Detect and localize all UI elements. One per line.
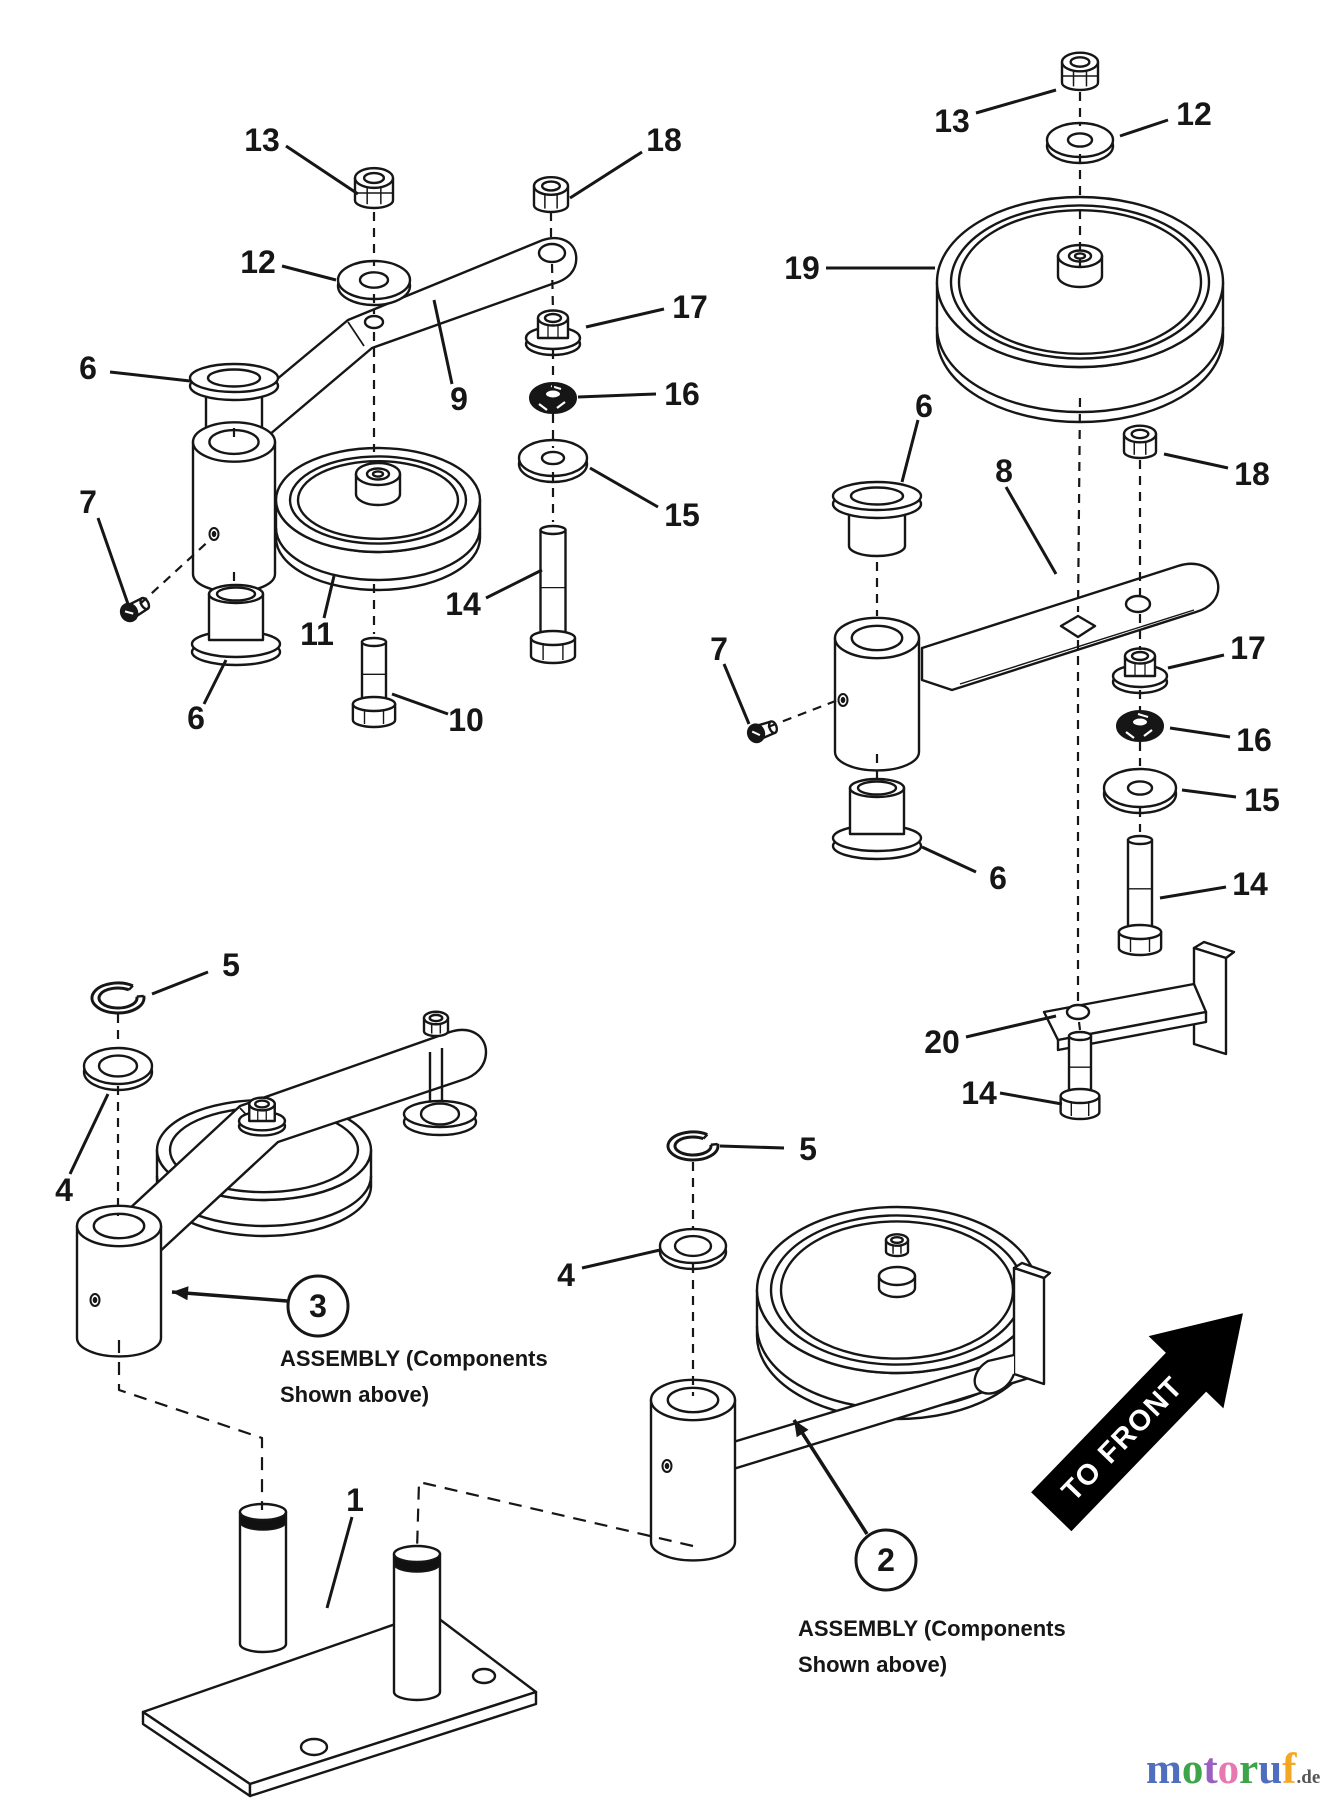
logo-letter-2: t: [1203, 1746, 1218, 1793]
to-front-arrow: TO FRONT: [1031, 1313, 1243, 1532]
callout-16: 16: [1236, 722, 1272, 758]
callout-15: 15: [1244, 782, 1280, 818]
callout-6: 6: [79, 350, 97, 386]
callout-17: 17: [672, 289, 708, 325]
logo-suffix: .de: [1296, 1767, 1321, 1788]
axis-lines: [116, 92, 1142, 1551]
callout-6: 6: [915, 388, 933, 424]
callout-4: 4: [55, 1172, 73, 1208]
set-screw: [746, 720, 779, 744]
logo-letter-3: o: [1217, 1746, 1240, 1793]
callout-17: 17: [1230, 630, 1266, 666]
motoruf-logo[interactable]: motoruf.de: [1146, 1748, 1320, 1791]
logo-letter-0: m: [1146, 1746, 1182, 1793]
callout-15: 15: [664, 497, 700, 533]
assembly-note-1-line-2: Shown above): [280, 1382, 429, 1407]
assembly-top-left: [119, 166, 589, 729]
callout-5: 5: [222, 947, 240, 983]
logo-letter-4: r: [1239, 1746, 1259, 1793]
callout-19: 19: [784, 250, 820, 286]
logo-letter-5: u: [1258, 1746, 1283, 1793]
callout-14: 14: [1232, 866, 1268, 902]
base-plate: [141, 1502, 538, 1798]
callout-1: 1: [346, 1482, 364, 1518]
callout-18: 18: [1234, 456, 1270, 492]
callout-13: 13: [244, 122, 280, 158]
callout-20: 20: [924, 1024, 960, 1060]
callout-8: 8: [995, 453, 1013, 489]
callout-6: 6: [989, 860, 1007, 896]
assembly-top-right: [746, 51, 1236, 1121]
callout-5: 5: [799, 1131, 817, 1167]
callout-16: 16: [664, 376, 700, 412]
circled-callout-2: 2: [877, 1542, 895, 1578]
callout-10: 10: [448, 702, 484, 738]
callout-6: 6: [187, 700, 205, 736]
assembly-note-2-line-2: Shown above): [798, 1652, 947, 1677]
to-front-label: TO FRONT: [1056, 1371, 1190, 1508]
assembly-note-1-line-1: ASSEMBLY (Components: [280, 1346, 548, 1371]
callout-4: 4: [557, 1257, 575, 1293]
callout-7: 7: [710, 631, 728, 667]
callout-12: 12: [1176, 96, 1212, 132]
assembly-note-2-line-1: ASSEMBLY (Components: [798, 1616, 1066, 1641]
callout-14: 14: [445, 586, 481, 622]
assembly-three: [75, 981, 488, 1358]
assembly-two: [649, 1130, 1052, 1562]
logo-letter-1: o: [1181, 1746, 1204, 1793]
logo-letter-6: f: [1282, 1746, 1297, 1793]
circled-callout-3: 3: [309, 1288, 327, 1324]
callout-12: 12: [240, 244, 276, 280]
callout-9: 9: [450, 381, 468, 417]
callout-13: 13: [934, 103, 970, 139]
callout-7: 7: [79, 484, 97, 520]
callout-11: 11: [300, 616, 334, 652]
callout-14: 14: [961, 1075, 997, 1111]
callout-18: 18: [646, 122, 682, 158]
